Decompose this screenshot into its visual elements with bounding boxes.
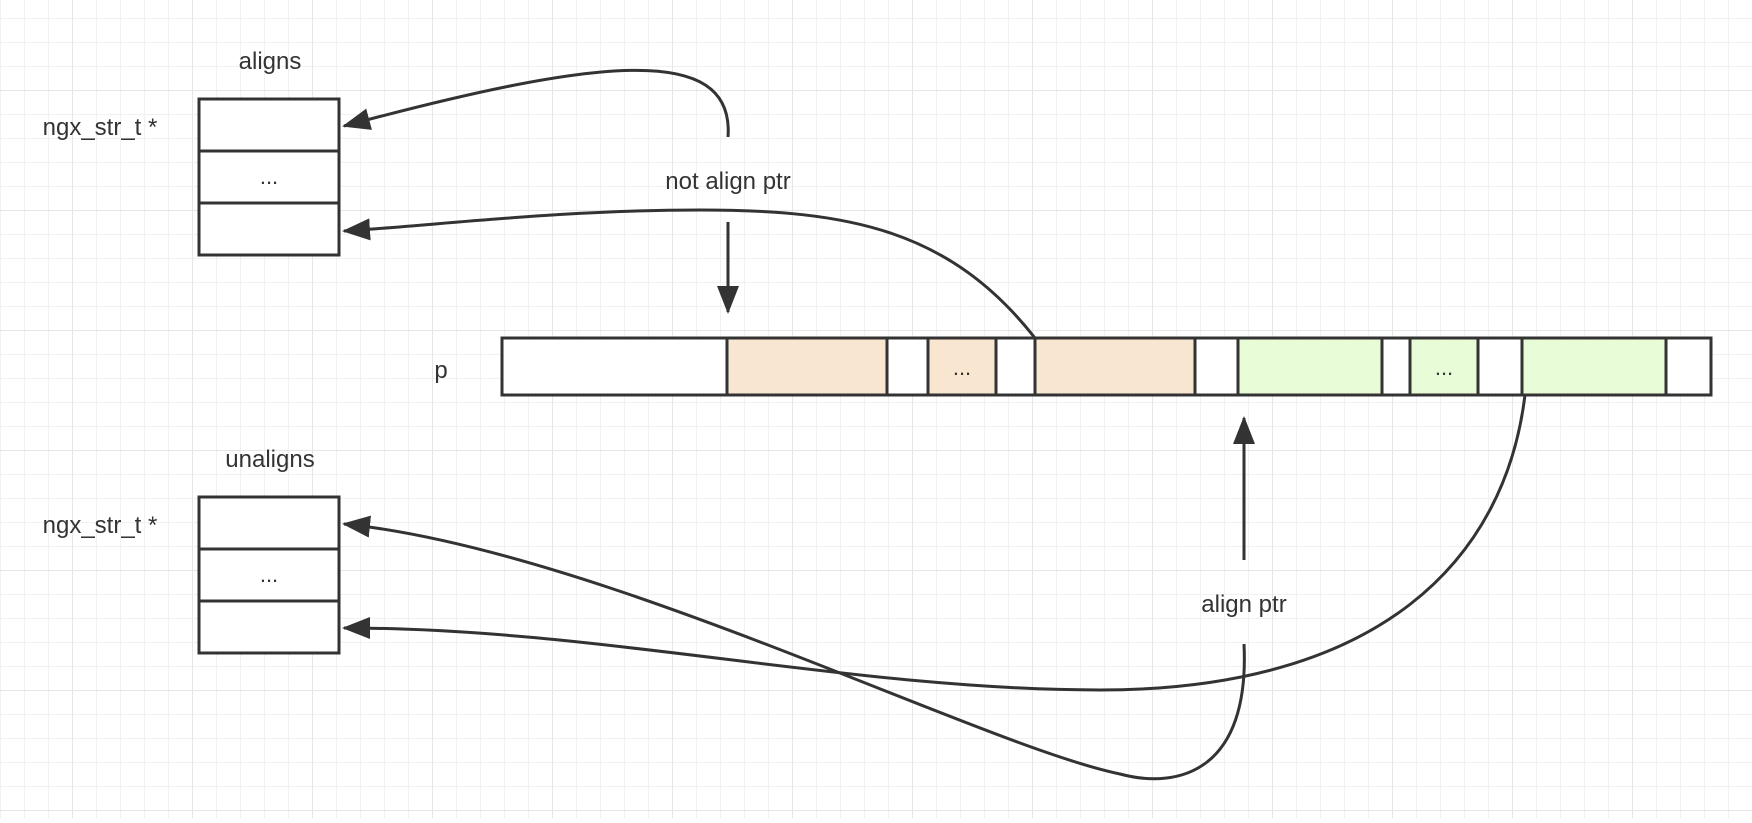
unaligns-cell-0 <box>197 495 341 551</box>
unaligns-array <box>197 495 341 655</box>
aligns-array <box>197 97 341 257</box>
arrow-unaligned-block-to-aligns-2 <box>342 208 1037 339</box>
unaligned-block-2 <box>1033 336 1197 397</box>
aligned-ellipsis-text: ... <box>1435 355 1453 380</box>
not-align-ptr-label: not align ptr <box>665 168 790 195</box>
unaligned-ellipsis-text: ... <box>953 355 971 380</box>
aligns-title: aligns <box>239 48 302 75</box>
arrow-align-ptr-to-unaligns-0 <box>342 515 1246 781</box>
align-ptr-label: align ptr <box>1201 591 1286 618</box>
unaligned-ellipsis <box>926 336 998 397</box>
aligns-type-label: ngx_str_t * <box>43 114 158 141</box>
unaligns-type-label: ngx_str_t * <box>43 512 158 539</box>
arrow-not-align-ptr-to-aligns-0 <box>342 68 730 138</box>
aligned-block-2 <box>1520 336 1668 397</box>
aligned-ellipsis <box>1408 336 1480 397</box>
unaligns-cell-ellipsis: ... <box>260 562 278 587</box>
aligns-cell-0 <box>197 97 341 153</box>
unaligns-cell-2 <box>197 599 341 655</box>
unaligns-title: unaligns <box>225 446 314 473</box>
aligns-cell-2 <box>197 201 341 257</box>
unaligned-block-1 <box>725 336 889 397</box>
aligned-block-1 <box>1236 336 1384 397</box>
buffer-label: p <box>434 357 447 384</box>
arrow-aligned-block-to-unaligns-2 <box>342 394 1527 692</box>
buffer-p <box>500 336 1713 397</box>
aligns-cell-ellipsis: ... <box>260 164 278 189</box>
